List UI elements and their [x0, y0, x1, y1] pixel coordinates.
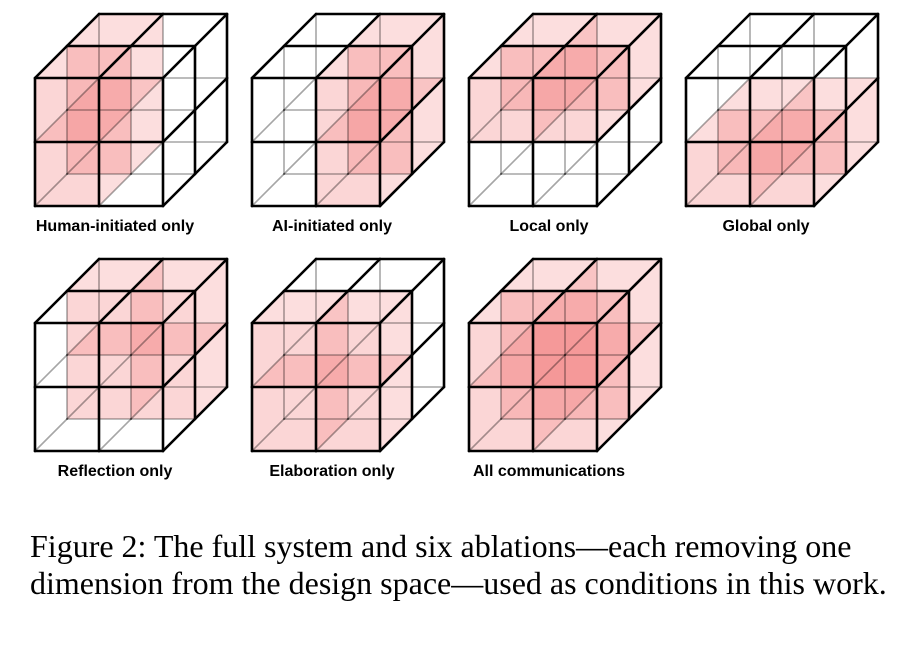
- shaded-cell: [67, 323, 163, 419]
- cube-5: Reflection only: [33, 257, 229, 480]
- ablation-cubes-figure: Human-initiated only AI-initiated only Loc…: [33, 12, 880, 480]
- cube-label: AI-initiated only: [272, 218, 392, 235]
- cube-label: Human-initiated only: [36, 218, 194, 235]
- shaded-cell: [469, 355, 565, 451]
- shaded-cell: [35, 110, 131, 206]
- shaded-cell: [718, 78, 814, 174]
- cube-2: AI-initiated only: [250, 12, 446, 235]
- cube-label: Global only: [722, 218, 809, 235]
- cube-6: Elaboration only: [250, 257, 446, 480]
- shaded-cell: [469, 46, 565, 142]
- cube-3: Local only: [467, 12, 663, 235]
- cube-4: Global only: [684, 12, 880, 235]
- shaded-cell: [252, 355, 348, 451]
- figure-caption: Figure 2: The full system and six ablati…: [30, 528, 887, 601]
- cube-label: Elaboration only: [269, 463, 394, 480]
- cube-1: Human-initiated only: [33, 12, 229, 235]
- cube-label: Local only: [509, 218, 588, 235]
- shaded-cell: [686, 110, 782, 206]
- cube-label: Reflection only: [58, 463, 173, 480]
- cube-label: All communications: [473, 463, 625, 480]
- cube-7: All communications: [467, 257, 663, 480]
